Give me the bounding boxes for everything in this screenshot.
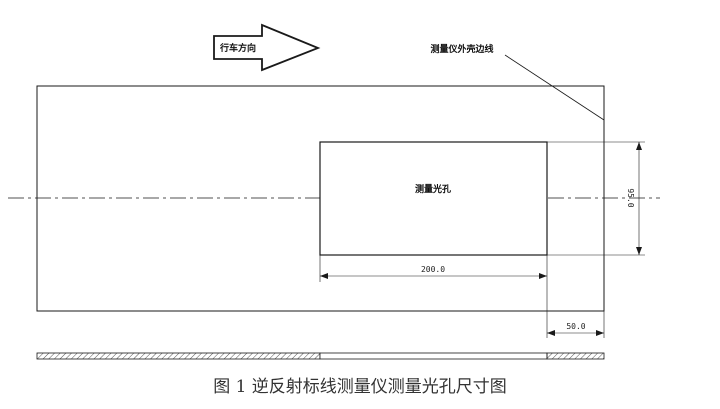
outer-border-label: 测量仪外壳边线 — [430, 43, 493, 55]
offset-arrow-left — [547, 330, 555, 336]
offset-dimension: 50.0 — [566, 322, 585, 331]
height-arrow-top — [636, 142, 642, 150]
aperture-label: 测量光孔 — [415, 183, 451, 195]
direction-label: 行车方向 — [219, 42, 256, 54]
offset-arrow-right — [596, 330, 604, 336]
section-hatch-right — [546, 352, 605, 360]
outer-housing — [36, 85, 605, 312]
figure-caption: 图 1 逆反射标线测量仪测量光孔尺寸图 — [213, 377, 507, 397]
width-arrow-left — [320, 273, 328, 279]
height-dimension: 95.0 — [626, 188, 635, 207]
section-gap — [319, 352, 548, 360]
direction-arrow — [213, 23, 321, 72]
section-hatch-left — [36, 352, 321, 360]
height-arrow-bottom — [636, 247, 642, 255]
aperture-rect — [319, 141, 548, 256]
width-dimension: 200.0 — [421, 265, 445, 274]
outer-border-leader — [504, 54, 605, 121]
width-arrow-right — [539, 273, 547, 279]
